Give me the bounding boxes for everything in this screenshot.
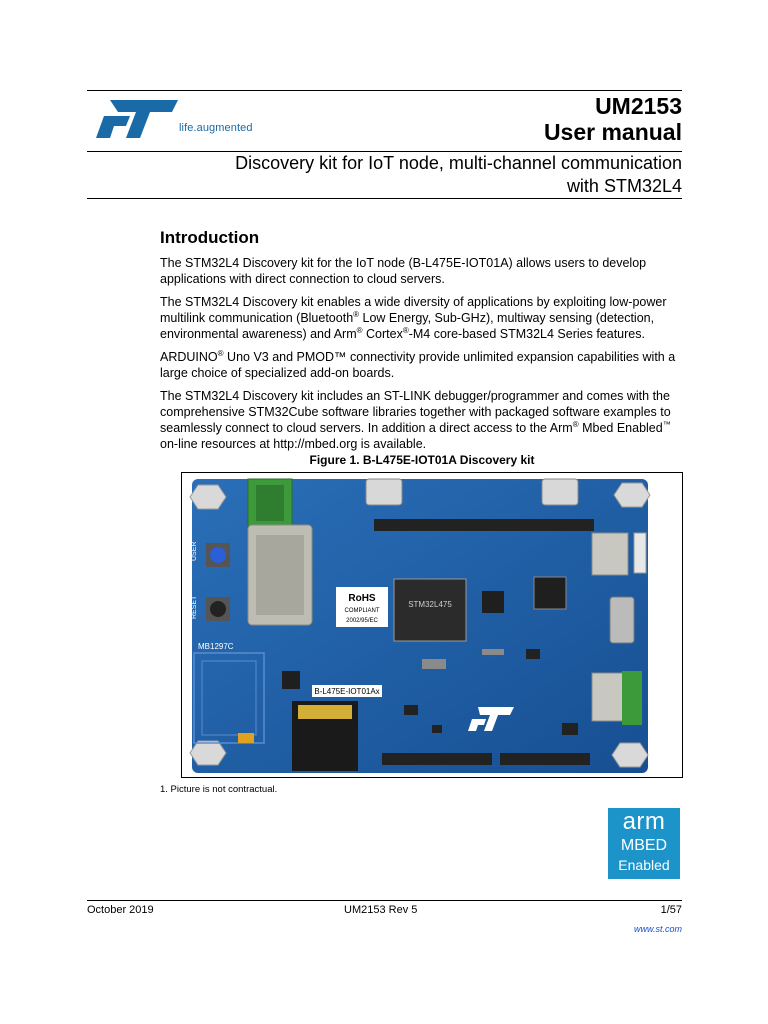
board-name-label bbox=[312, 685, 382, 697]
reset-label: RESET bbox=[191, 595, 198, 619]
footer-date: October 2019 bbox=[87, 904, 154, 916]
figure-caption: Figure 1. B-L475E-IOT01A Discovery kit bbox=[309, 453, 535, 467]
figure-frame: USER RESET MB1297C RoHS COMPLIANT 2002/9… bbox=[181, 472, 683, 778]
subtitle-line-2: with STM32L4 bbox=[566, 176, 682, 196]
usb-connector-2 bbox=[541, 478, 579, 506]
subtitle-rule bbox=[87, 198, 682, 199]
footer-page-number: 1/57 bbox=[660, 904, 682, 916]
footer-website-link[interactable]: www.st.com bbox=[633, 924, 682, 934]
subtitle-line-1: Discovery kit for IoT node, multi-channe… bbox=[235, 153, 682, 173]
header-strip-bottom-1 bbox=[382, 753, 492, 765]
document-type: User manual bbox=[543, 119, 682, 145]
svg-text:STM32L475: STM32L475 bbox=[408, 600, 452, 609]
chip-3 bbox=[282, 671, 300, 689]
document-id: UM2153 bbox=[595, 93, 682, 119]
st-logo-icon bbox=[96, 100, 178, 138]
intro-paragraph-2: The STM32L4 Discovery kit enables a wide… bbox=[160, 295, 667, 341]
green-antenna bbox=[622, 671, 642, 725]
top-rule bbox=[87, 90, 682, 91]
svg-text:2002/95/EC: 2002/95/EC bbox=[346, 618, 378, 624]
svg-text:B-L475E-IOT01Ax: B-L475E-IOT01Ax bbox=[314, 687, 379, 696]
introduction-heading: Introduction bbox=[160, 228, 260, 247]
standoff-top-left bbox=[189, 484, 227, 510]
footer-rule bbox=[87, 900, 682, 901]
stm32-mcu bbox=[393, 578, 467, 642]
discovery-board-illustration: USER RESET MB1297C RoHS COMPLIANT 2002/9… bbox=[189, 478, 651, 773]
nfc-antenna bbox=[193, 652, 265, 744]
introduction-body: The STM32L4 Discovery kit for the IoT no… bbox=[160, 255, 684, 459]
side-connector bbox=[633, 532, 647, 574]
header-strip-top bbox=[374, 519, 594, 531]
logo-tagline: life.augmented bbox=[179, 122, 253, 134]
intro-paragraph-3: ARDUINO® Uno V3 and PMOD™ connectivity p… bbox=[160, 348, 676, 380]
reset-button bbox=[210, 601, 226, 617]
sensor-module-1 bbox=[591, 532, 629, 576]
badge-arm: arm bbox=[622, 808, 666, 835]
badge-mbed: MBED bbox=[620, 837, 668, 854]
user-label: USER bbox=[191, 542, 198, 561]
footer-revision: UM2153 Rev 5 bbox=[344, 904, 418, 916]
st-logo: life.augmented bbox=[96, 98, 276, 142]
battery-holder bbox=[238, 733, 254, 743]
usb-connector-1 bbox=[365, 478, 403, 506]
document-subtitle: Discovery kit for IoT node, multi-channe… bbox=[122, 152, 682, 198]
header-rule bbox=[87, 151, 682, 152]
arm-mbed-enabled-badge: arm MBED Enabled bbox=[608, 808, 680, 879]
pmod-connector bbox=[609, 596, 635, 644]
standoff-top-right bbox=[613, 482, 651, 508]
svg-text:COMPLIANT: COMPLIANT bbox=[344, 608, 379, 614]
user-button bbox=[210, 547, 226, 563]
figure-footnote: 1. Picture is not contractual. bbox=[160, 784, 278, 795]
mb-label: MB1297C bbox=[198, 642, 234, 651]
chip-2 bbox=[533, 576, 567, 610]
svg-text:RoHS: RoHS bbox=[348, 593, 376, 604]
header-strip-bottom-2 bbox=[500, 753, 590, 765]
rohs-label bbox=[336, 587, 388, 627]
chip-1 bbox=[482, 591, 504, 613]
standoff-bottom-right bbox=[611, 742, 649, 768]
badge-enabled: Enabled bbox=[618, 857, 670, 873]
standoff-bottom-left bbox=[189, 740, 227, 766]
intro-paragraph-4: The STM32L4 Discovery kit includes an ST… bbox=[160, 389, 671, 451]
board-st-logo bbox=[478, 707, 514, 731]
intro-paragraph-1: The STM32L4 Discovery kit for the IoT no… bbox=[160, 256, 647, 286]
